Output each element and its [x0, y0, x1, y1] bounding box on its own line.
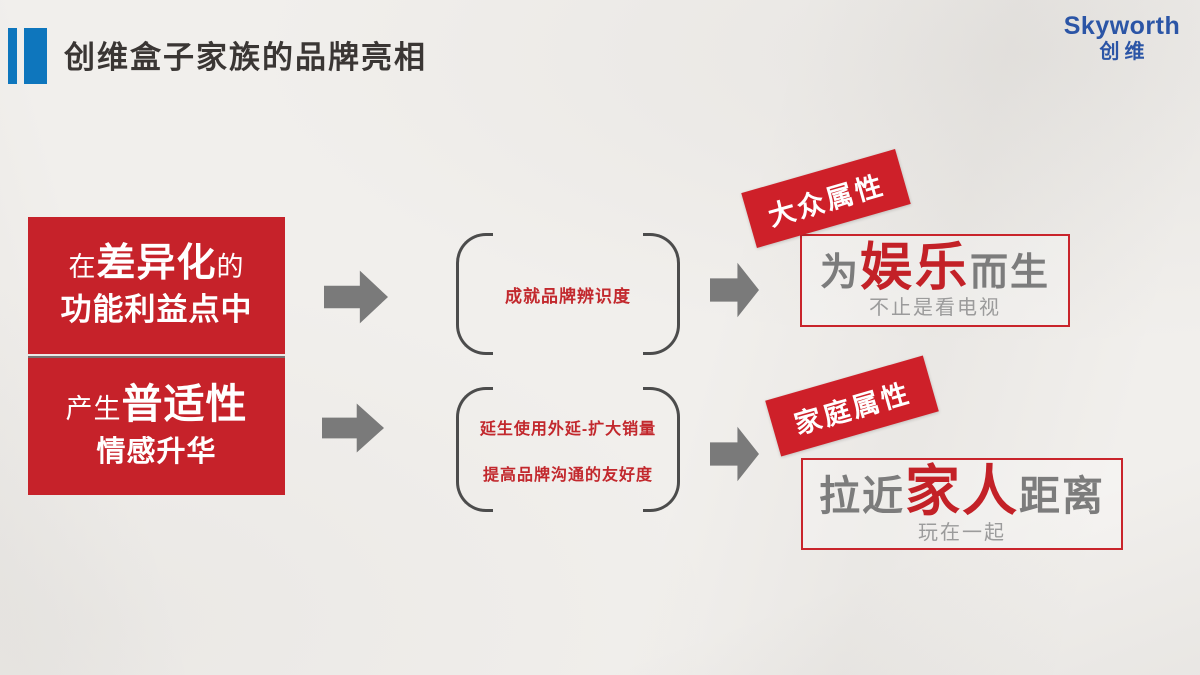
cause-top-emphasis: 差异化: [96, 242, 217, 285]
skyworth-logo: Skyworth 创维: [1052, 12, 1192, 64]
cause-block: 在差异化的 功能利益点中 产生普适性 情感升华: [28, 217, 285, 495]
bracket-line: 成就品牌辨识度: [505, 286, 631, 306]
cause-block-divider: [28, 354, 285, 358]
result-post: 距离: [1019, 472, 1105, 519]
right-arrow-icon: [322, 403, 384, 453]
badge-family-attribute: 家庭属性: [765, 355, 939, 457]
cause-top-pre: 在: [68, 252, 97, 282]
cause-top-post: 的: [216, 252, 245, 282]
result-family-headline: 拉近家人距离: [818, 459, 1105, 522]
right-arrow-icon: [710, 426, 759, 482]
cause-bottom-line1: 产生普适性: [66, 381, 248, 432]
cause-bottom-emphasis: 普适性: [121, 381, 248, 427]
result-pre: 拉近: [818, 472, 905, 519]
logo-chinese-name: 创维: [1099, 41, 1150, 63]
bracket-extension-text: 延生使用外延-扩大销量 提高品牌沟通的友好度: [456, 387, 680, 512]
result-pre: 为: [819, 251, 860, 294]
result-post: 而生: [970, 251, 1051, 294]
right-arrow-icon: [324, 270, 388, 324]
cause-cell-differentiation: 在差异化的 功能利益点中: [28, 217, 285, 354]
bracket-extension: 延生使用外延-扩大销量 提高品牌沟通的友好度: [456, 387, 680, 512]
bracket-recognition-text: 成就品牌辨识度: [456, 233, 680, 355]
bracket-line: 延生使用外延-扩大销量: [479, 420, 657, 438]
cause-bottom-pre: 产生: [65, 394, 122, 424]
page-title: 创维盒子家族的品牌亮相: [64, 40, 427, 75]
cause-cell-universality: 产生普适性 情感升华: [28, 358, 285, 495]
result-emphasis: 家人: [904, 459, 1019, 522]
result-entertainment-subline: 不止是看电视: [869, 296, 1001, 319]
bracket-recognition: 成就品牌辨识度: [456, 233, 680, 355]
result-box-family: 拉近家人距离 玩在一起: [801, 458, 1123, 550]
title-accent-bar-narrow: [8, 28, 17, 84]
cause-top-line2: 功能利益点中: [60, 292, 253, 327]
right-arrow-icon: [710, 262, 759, 318]
title-accent-bar-wide: [24, 28, 47, 84]
result-box-entertainment: 为娱乐而生 不止是看电视: [800, 234, 1070, 327]
cause-bottom-line2: 情感升华: [96, 436, 217, 468]
result-emphasis: 娱乐: [859, 238, 970, 297]
bracket-line: 提高品牌沟通的友好度: [482, 466, 653, 484]
logo-wordmark: Skyworth: [1063, 12, 1181, 40]
result-entertainment-headline: 为娱乐而生: [820, 242, 1050, 294]
result-family-subline: 玩在一起: [918, 521, 1006, 544]
cause-top-line1: 在差异化的: [68, 241, 244, 290]
